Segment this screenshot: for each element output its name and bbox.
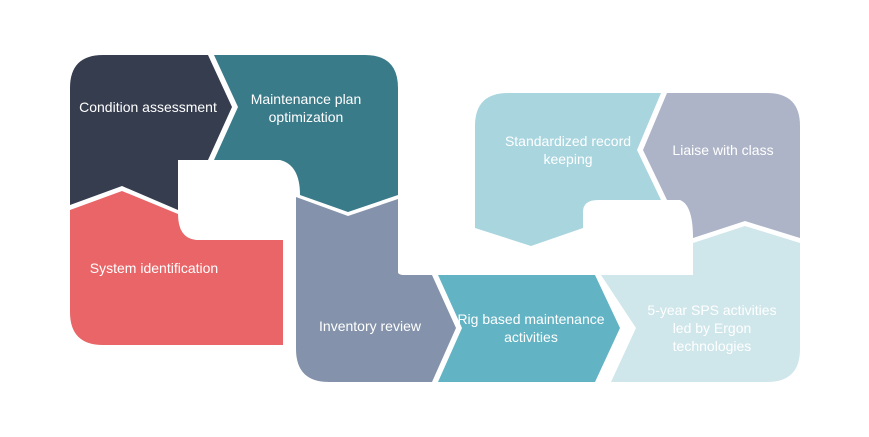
segment-inventory-review [296, 197, 456, 382]
segment-system-identification [70, 191, 283, 345]
segment-liaise-with-class [643, 93, 800, 238]
segment-standardized-record-keeping [475, 93, 661, 246]
segment-maintenance-plan-optimization [214, 55, 398, 212]
segment-5-year-sps-activities [601, 226, 800, 382]
segment-rig-based-maintenance [438, 275, 620, 382]
segment-condition-assessment [70, 55, 232, 210]
